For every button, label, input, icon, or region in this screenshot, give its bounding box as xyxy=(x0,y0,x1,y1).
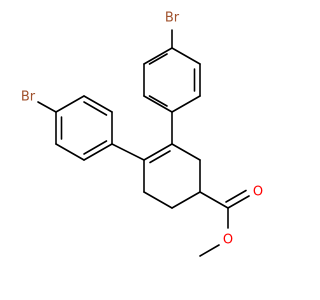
bond-ring-to-br-left xyxy=(37,101,57,113)
bond xyxy=(143,191,173,209)
carbonyl-double-bond-inner xyxy=(225,189,247,203)
double-bond-inner xyxy=(148,95,168,107)
bromine-atom-top: Br xyxy=(165,11,180,26)
top-bromophenyl-ring xyxy=(143,47,201,113)
bond xyxy=(83,143,113,161)
bond xyxy=(171,191,201,209)
bond xyxy=(83,95,113,113)
bond-left-aryl-to-cyclohexene xyxy=(111,143,145,161)
bond-ester-oxygen-to-methyl xyxy=(199,244,220,257)
double-bond-inner xyxy=(148,53,168,65)
double-bond-inner xyxy=(83,101,108,116)
oxygen-atom-carbonyl: O xyxy=(253,185,263,200)
bond xyxy=(171,47,201,65)
bond xyxy=(143,95,173,113)
bond xyxy=(171,143,201,161)
bromine-atom-left: Br xyxy=(21,90,36,105)
bond xyxy=(55,95,85,113)
double-bond-inner xyxy=(83,140,108,155)
left-bromophenyl-ring xyxy=(55,95,113,161)
double-bond-inner xyxy=(149,150,171,164)
methyl-ester-group xyxy=(199,189,250,257)
oxygen-atom-ester: O xyxy=(223,233,233,248)
cyclohexene-ring xyxy=(143,143,201,209)
bond xyxy=(143,47,173,65)
carbonyl-double-bond xyxy=(227,195,250,209)
bond xyxy=(171,95,201,113)
bond-ring-to-carbonyl-carbon xyxy=(199,191,229,209)
bond xyxy=(55,143,85,161)
double-bond-outer xyxy=(143,143,173,161)
molecule-structure-diagram: Br Br O O xyxy=(21,11,263,257)
